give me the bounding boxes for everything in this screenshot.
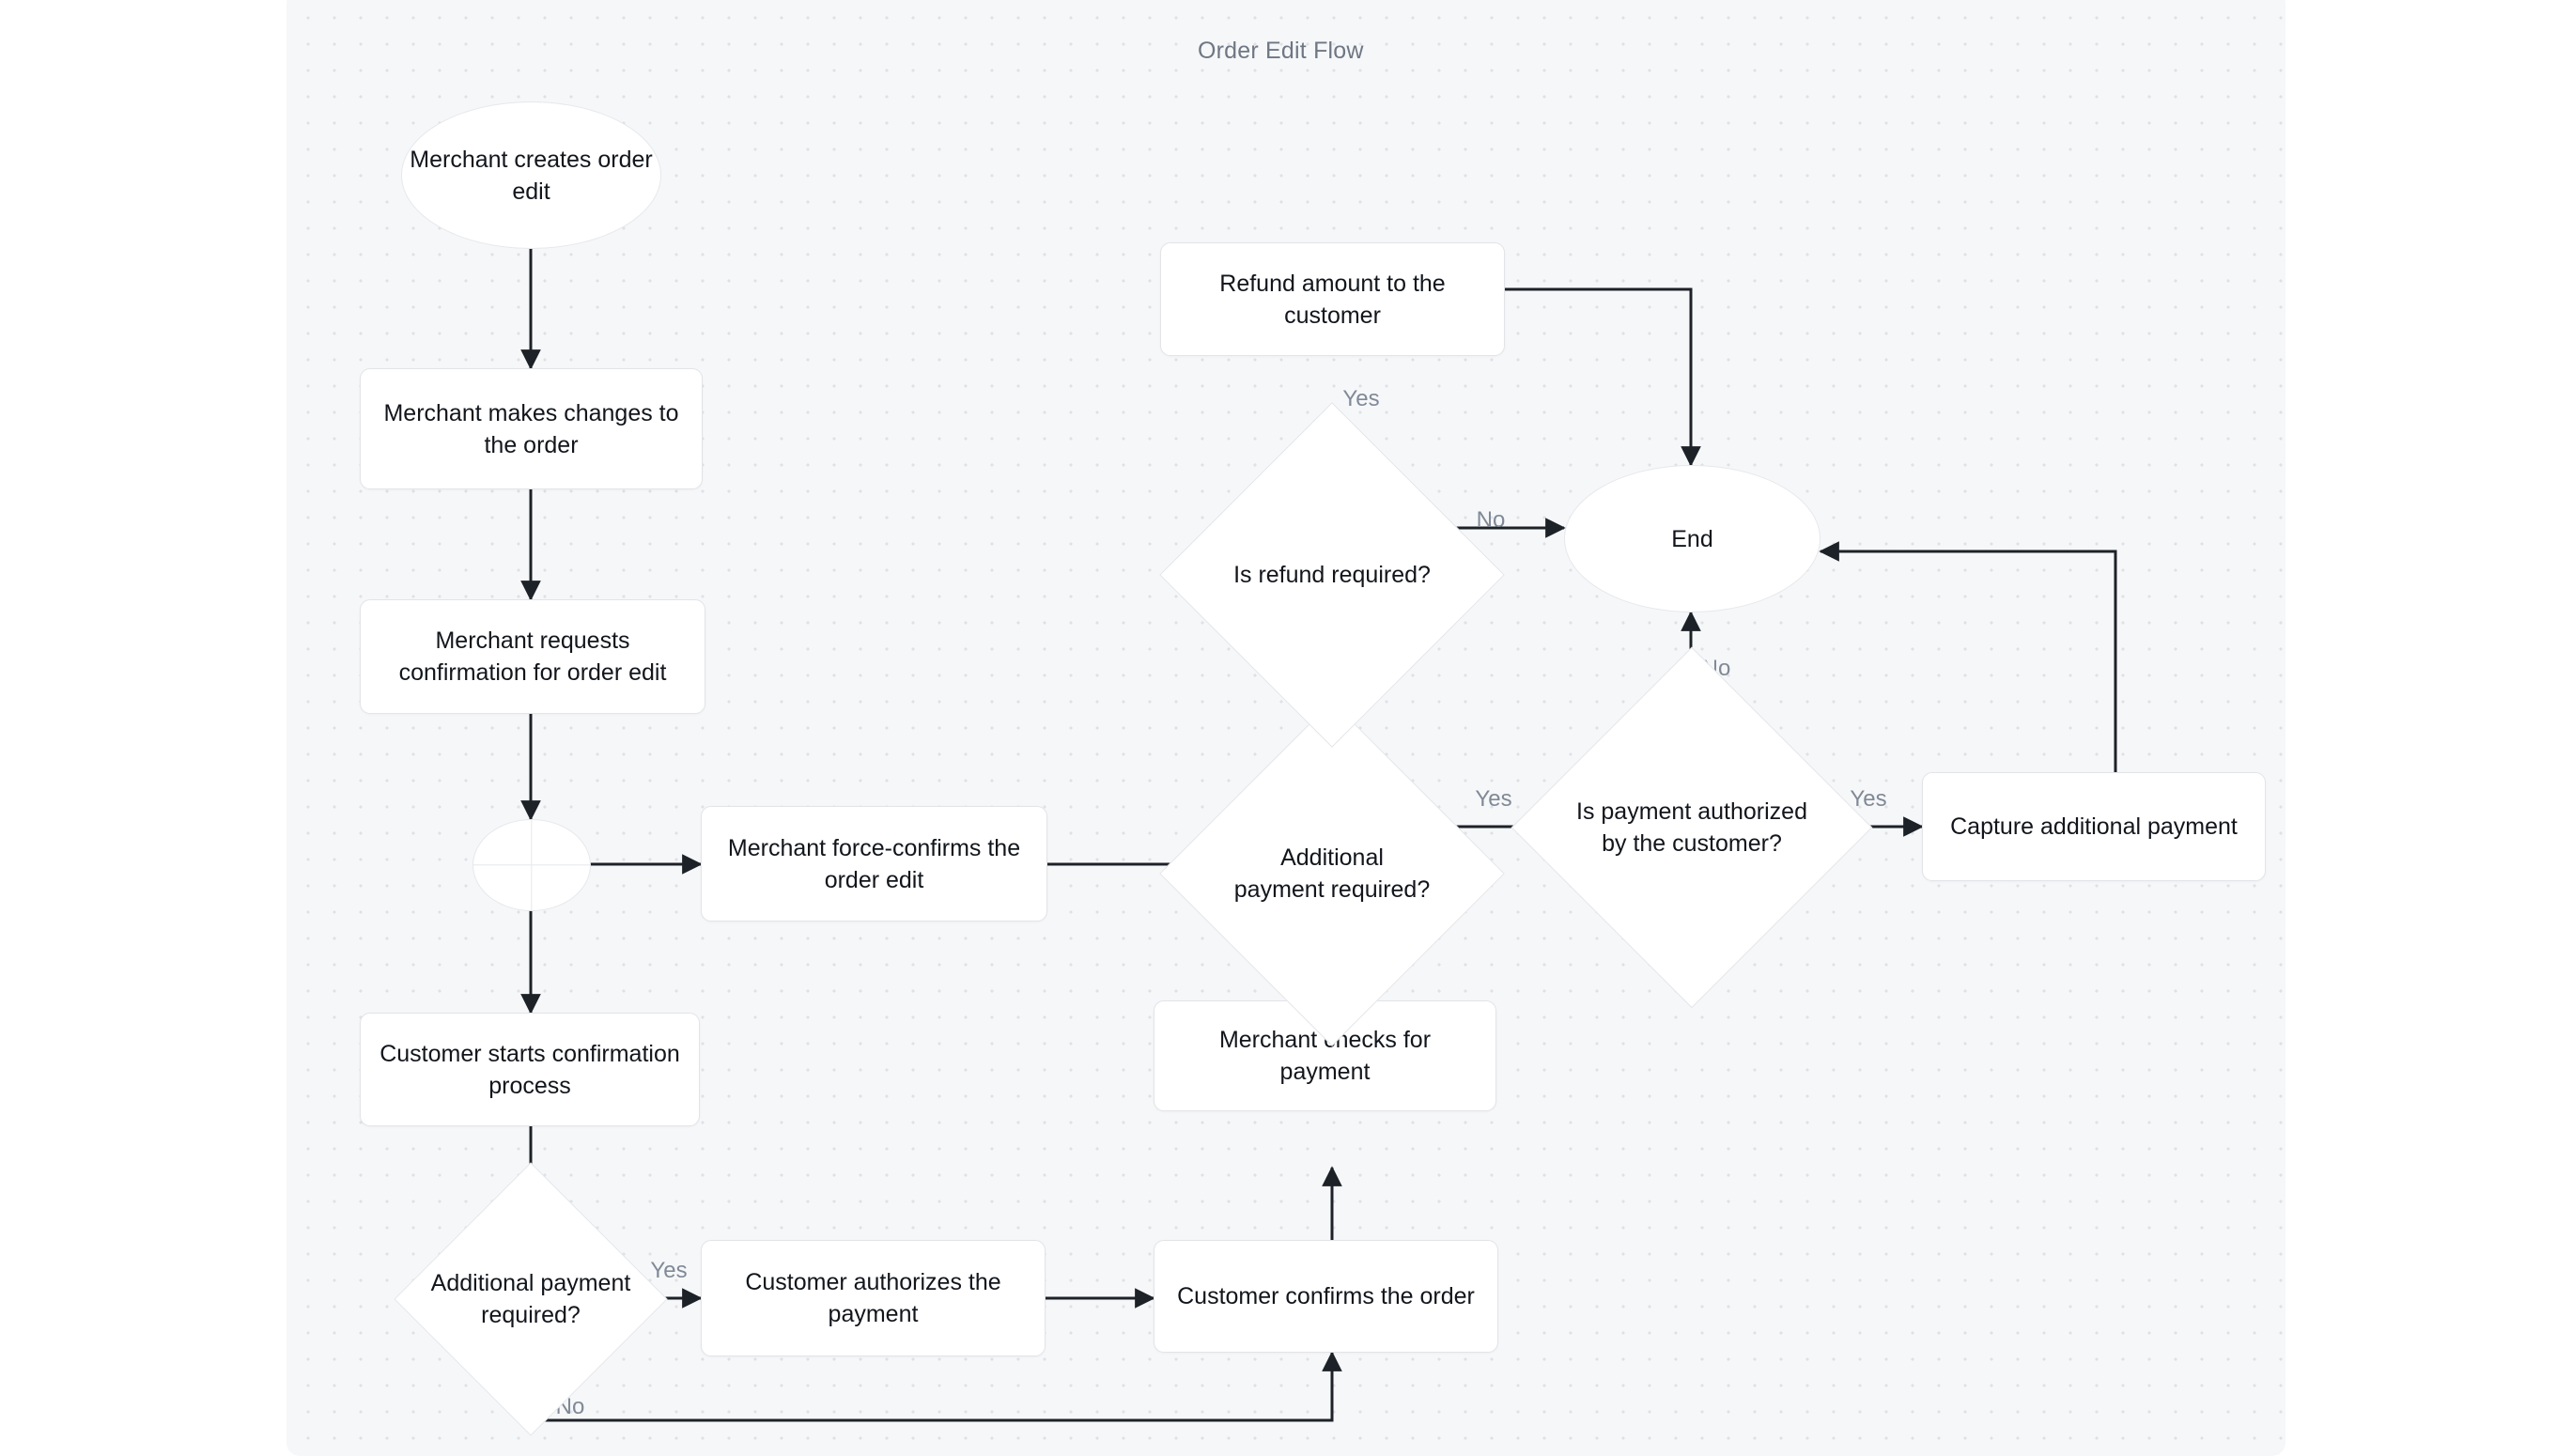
node-customer-starts-confirmation[interactable]: Customer starts confirmation process <box>360 1013 700 1126</box>
node-merchant-force-confirms[interactable]: Merchant force-confirms the order edit <box>701 806 1047 922</box>
node-refund-amount-to-customer[interactable]: Refund amount to the customer <box>1160 242 1505 356</box>
node-label: Merchant requests confirmation for order… <box>398 627 667 686</box>
node-label: Additional payment required? <box>1233 844 1431 903</box>
edge-addl-pay-no-to-confirms <box>529 1351 1342 1422</box>
edge-refund-amount-to-end <box>1505 287 1701 467</box>
node-label: Merchant creates order edit <box>410 146 653 205</box>
edge-label-is-refund-yes: Yes <box>1342 386 1380 411</box>
node-label: Is payment authorized by the customer? <box>1576 798 1807 857</box>
node-merchant-requests-confirmation[interactable]: Merchant requests confirmation for order… <box>360 599 705 714</box>
node-merchant-creates-order-edit[interactable]: Merchant creates order edit <box>401 101 661 249</box>
node-label: Merchant force-confirms the order edit <box>727 834 1021 893</box>
edge-label-merchant-addl-pay-yes: Yes <box>1475 786 1512 812</box>
node-label: Capture additional payment <box>1950 813 2238 840</box>
node-customer-authorizes-payment[interactable]: Customer authorizes the payment <box>701 1240 1046 1356</box>
node-is-refund-required[interactable]: Is refund required? <box>1159 402 1505 748</box>
node-label: Refund amount to the customer <box>1219 270 1446 329</box>
node-fork-junction[interactable] <box>473 819 591 911</box>
junction-horizontal-line <box>473 864 590 866</box>
edge-label-is-authorized-yes: Yes <box>1850 786 1887 812</box>
edge-label-customer-addl-pay-yes: Yes <box>650 1258 688 1283</box>
node-label: End <box>1671 525 1713 552</box>
node-label: Merchant makes changes to the order <box>383 399 679 458</box>
node-additional-payment-required-customer[interactable]: Additional payment required? <box>394 1162 668 1436</box>
node-label: Additional payment required? <box>430 1270 631 1328</box>
edge-label-is-refund-no: No <box>1476 507 1506 533</box>
diagram-title: Order Edit Flow <box>1198 38 1364 64</box>
edge-capture-to-end <box>1819 541 2117 772</box>
node-capture-additional-payment[interactable]: Capture additional payment <box>1922 772 2266 881</box>
node-label: Customer authorizes the payment <box>745 1269 1001 1327</box>
node-end[interactable]: End <box>1564 465 1821 612</box>
node-label: Customer confirms the order <box>1177 1283 1475 1309</box>
node-label: Customer starts confirmation process <box>380 1040 680 1099</box>
node-additional-payment-required-merchant[interactable]: Additional payment required? <box>1159 701 1505 1046</box>
node-customer-confirms-order[interactable]: Customer confirms the order <box>1154 1240 1498 1353</box>
node-label: Is refund required? <box>1233 562 1431 588</box>
node-merchant-makes-changes[interactable]: Merchant makes changes to the order <box>360 368 703 489</box>
node-is-payment-authorized[interactable]: Is payment authorized by the customer? <box>1511 646 1873 1009</box>
